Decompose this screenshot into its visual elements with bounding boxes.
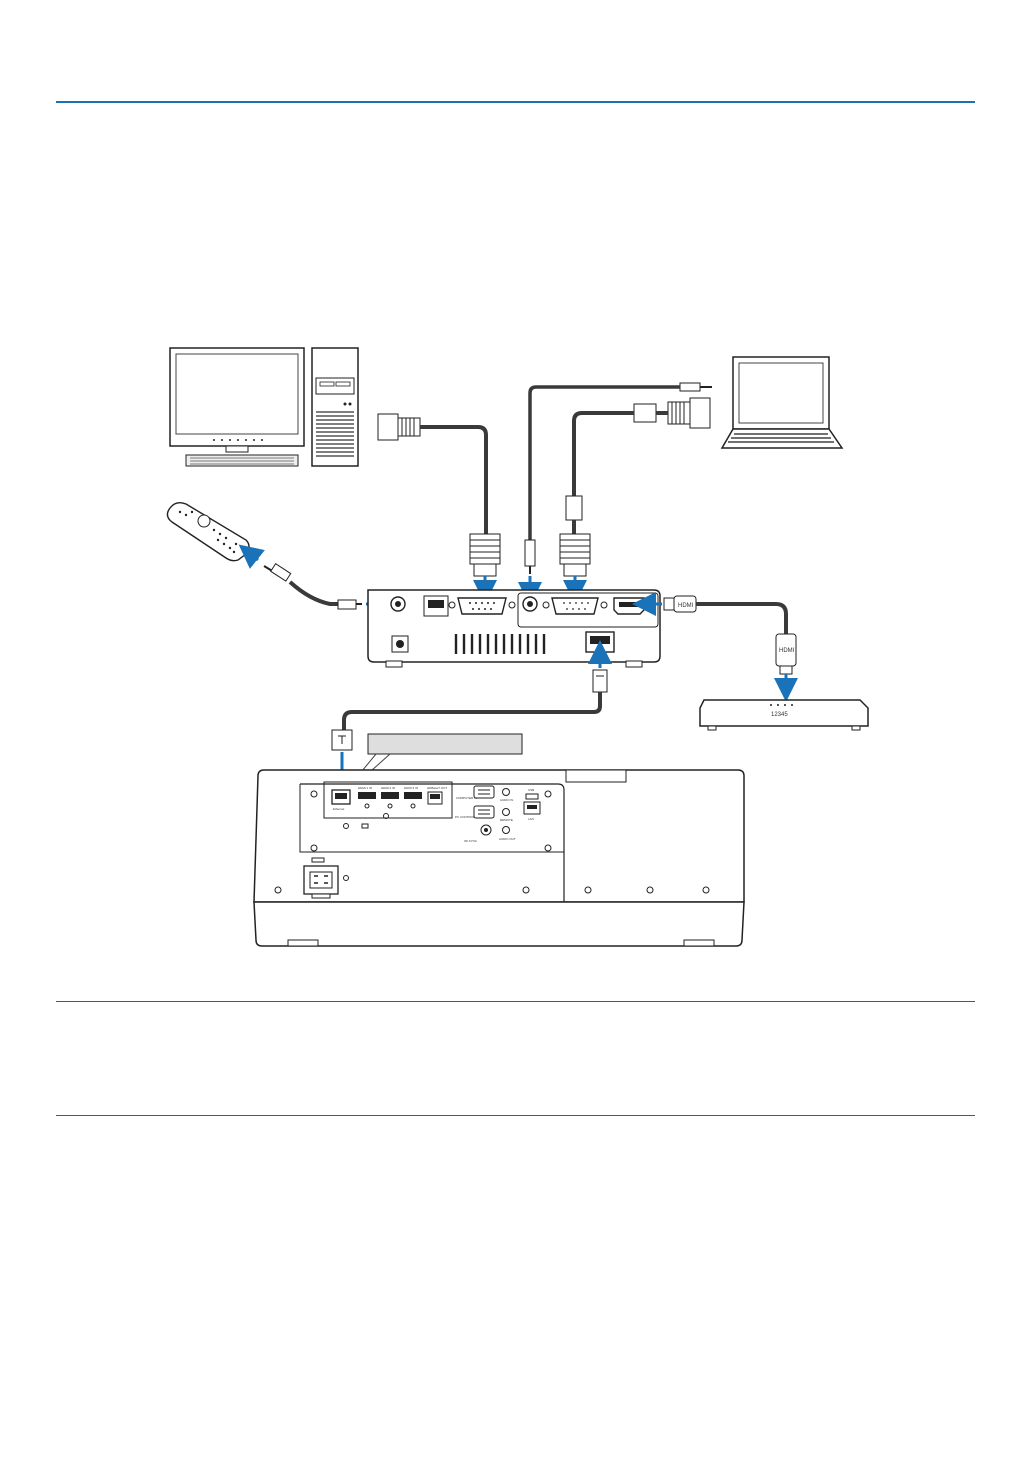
remote-cable [263,563,396,616]
remote-control-icon [166,501,265,569]
router-plug-label: HDMI [779,648,795,654]
video-device-icon: 12345 [699,699,869,731]
usb-port: USB [525,788,539,800]
hdmi3-port-label: HDMI 3 IN [404,786,418,790]
desktop-computer [169,347,359,467]
remote-jack [390,596,406,612]
hdbaset-out-port [585,631,615,653]
3d-sync-label: 3D SYNC [464,839,478,843]
computer-in-port: COMPUTER IN [456,785,495,800]
lan-port-label: LAN [528,817,534,821]
hdmi3-port: HDMI 3 IN [404,786,422,809]
ethernet-port: Ethernet [331,789,351,811]
header-rule [56,101,975,103]
section-rule-bottom [56,1115,975,1116]
vga-port [542,597,608,615]
vent-slots [454,634,546,654]
keyboard-icon [185,454,299,467]
rs232-port [448,597,516,615]
audio-out-label: AUDIO OUT [499,837,516,841]
usb-port-label: USB [528,788,534,792]
remote-port-label: REMOTE [500,818,513,822]
ac-inlet [303,857,349,899]
audio-in-label: AUDIO IN [500,798,513,802]
hdmi2-port-label: HDMI 2 IN [381,786,395,790]
hdbaset-port-label: HDBaseT OUT [427,786,447,790]
hdmi-cable: HDMI HDMI [632,592,798,702]
computer-in-label: COMPUTER IN [456,796,477,800]
pc-control-port: PC CONTROL [455,805,495,819]
hdmi1-port-label: HDMI 1 IN [358,786,372,790]
lan-port-projector: LAN [523,801,541,821]
connection-diagram: HDMI HDMI 12345 [166,347,869,947]
section-rule [56,1001,975,1002]
device-display-text: 12345 [771,712,788,718]
projector-rear-panel: Ethernet HDMI 1 IN HDMI 2 IN HDMI 3 IN H… [253,769,745,947]
audio-cable [518,382,712,606]
lan-port [423,595,449,617]
hdmi2-port: HDMI 2 IN [381,786,399,809]
audio-in-port: AUDIO IN [500,788,513,802]
hdbaset-in-port: HDBaseT OUT [427,786,447,805]
audio-out-port: AUDIO OUT [499,826,516,841]
pc-serial-cable [377,413,501,604]
3d-sync-port: 3D SYNC [464,824,492,843]
pc-tower-icon [311,347,359,467]
lan-cable [330,640,612,798]
remote-port: REMOTE [500,808,513,822]
pc-control-label: PC CONTROL [455,815,475,819]
hdmi1-port: HDMI 1 IN [358,786,376,809]
vga-cable [559,397,711,604]
ethernet-port-label: Ethernet [333,807,345,811]
hdbaset-transmitter [367,589,661,668]
monitor-icon [169,347,305,453]
hdmi-plug-label: HDMI [678,603,694,609]
hdmi-port [613,597,645,615]
laptop-icon [720,356,844,449]
power-jack [391,635,409,653]
audio-jack [522,596,538,612]
